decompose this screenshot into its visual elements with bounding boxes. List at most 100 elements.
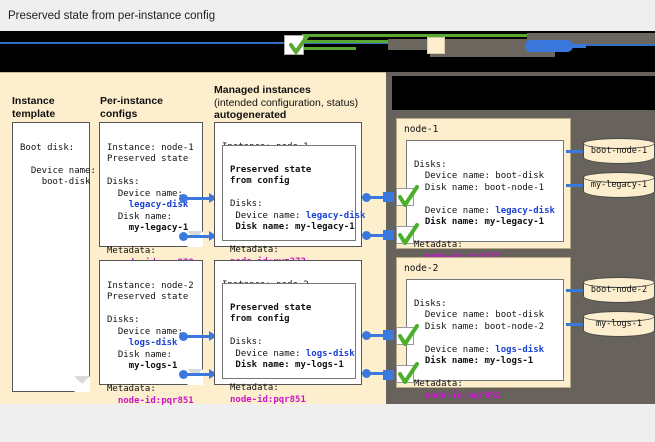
connector-line-c2-disk (186, 335, 210, 338)
mi1-device-value: legacy-disk (305, 210, 366, 221)
n2-metadata-value: node-id:pqr851 (424, 390, 501, 401)
connector-line-c1-disk (186, 197, 210, 200)
check-icon-n1-disk (398, 185, 419, 207)
per-instance-config-card-1: Instance: node-1 Preserved state Disks: … (99, 122, 203, 268)
disk-cylinder-n2-logs: my-logs-1 (583, 311, 655, 337)
cfg1-disk-value: my-legacy-1 (128, 223, 189, 233)
disk-link-n1-legacy (566, 184, 584, 187)
connector-arrow-c1-meta (209, 231, 217, 241)
column-header-per-instance-configs: Per-instance configs (100, 95, 163, 120)
card-fold-triangle (74, 376, 90, 392)
cfg2-disks-label: Disks: (107, 315, 140, 325)
legend-gray-bar-1 (388, 39, 536, 50)
legend-band-redacted (0, 31, 655, 72)
connector-dot-c1-meta (179, 232, 188, 241)
node-1-detail-box: Disks: Device name: boot-disk Disk name:… (406, 140, 564, 262)
mi1-preserved-l1: Preserved state (230, 164, 312, 175)
card-fold-triangle (187, 231, 203, 247)
n2-boot-device: Device name: boot-disk (424, 310, 545, 320)
n2-device-prefix: Device name: (424, 344, 496, 355)
managed-instance-preserved-box-2: Preserved state from config Disks: Devic… (222, 283, 356, 405)
legend-blue-line (586, 44, 655, 46)
connector-dot-m1-meta (362, 231, 371, 240)
mi2-preserved-l2: from config (230, 314, 290, 324)
cfg1-line1: Instance: node-1 (107, 142, 194, 153)
per-instance-config-card-2: Instance: node-2 Preserved state Disks: … (99, 260, 203, 406)
col-head-line2: configs (100, 107, 138, 120)
mi1-disk-line: Disk name: my-legacy-1 (235, 222, 355, 232)
cfg1-device-value: legacy-disk (128, 200, 189, 210)
column-header-instance-template: Instance template (12, 95, 55, 120)
legend-blue-dot-tail (560, 44, 586, 48)
legend-blue-rule (0, 42, 655, 44)
template-device-value: boot-disk (41, 177, 91, 187)
diagram-body: Instance template Per-instance configs M… (0, 72, 655, 406)
mi2-device-value: logs-disk (305, 348, 355, 359)
connector-dot-m2-meta (362, 369, 371, 378)
n1-disk-line: Disk name: my-legacy-1 (424, 217, 545, 227)
n2-device-value: logs-disk (495, 344, 545, 355)
connector-dot-m1-disk (362, 193, 371, 202)
n1-boot-device: Device name: boot-disk (424, 171, 545, 181)
cfg2-disk-value: my-logs-1 (128, 361, 178, 371)
cfg1-disk-label: Disk name: (117, 211, 173, 222)
connector-line-c1-meta (186, 235, 210, 238)
cfg2-device-label: Device name: (117, 326, 183, 337)
col-head-line2: (intended configuration, status) (214, 96, 359, 109)
connector-arrow-c2-meta (209, 369, 217, 379)
mi1-device-prefix: Device name: (235, 210, 306, 221)
mi1-metadata-label: Metadata: (230, 245, 279, 255)
mi2-preserved-l1: Preserved state (230, 302, 312, 313)
caption-text: Preserved state from per-instance config (8, 9, 216, 22)
connector-dot-c1-disk (179, 194, 188, 203)
node-2-detail-box: Disks: Device name: boot-disk Disk name:… (406, 279, 564, 401)
disk-cylinder-n1-legacy: my-legacy-1 (583, 172, 655, 198)
connector-square-m2-meta (383, 370, 394, 380)
legend-check-icon (289, 34, 310, 56)
n1-metadata-label: Metadata: (414, 240, 463, 250)
n2-metadata-label: Metadata: (414, 379, 463, 389)
connector-dot-m2-disk (362, 331, 371, 340)
disk-label: my-logs-1 (595, 319, 643, 329)
disk-cylinder-n1-boot: boot-node-1 (583, 138, 655, 164)
n2-disk-line: Disk name: my-logs-1 (424, 356, 534, 366)
n1-metadata-value: node-id:xyz273 (425, 252, 501, 262)
instance-template-card: Boot disk: Device name: boot-disk (12, 122, 96, 392)
connector-line-m2-meta (369, 372, 384, 375)
legend-blue-dot (525, 40, 573, 52)
connector-line-m2-disk (369, 334, 384, 337)
legend-cream-box (427, 37, 445, 54)
disk-cylinder-n2-boot: boot-node-2 (583, 277, 655, 303)
mi1-disks-label: Disks: (230, 199, 263, 209)
connector-arrow-c2-disk (209, 331, 217, 341)
mi2-disk-line: Disk name: my-logs-1 (235, 360, 344, 370)
disk-label: boot-node-2 (590, 285, 648, 295)
connector-square-m1-meta (383, 230, 394, 240)
cfg2-disk-label: Disk name: (117, 349, 173, 360)
connector-square-m1-disk (383, 192, 394, 202)
disk-link-n1-boot (566, 150, 584, 153)
node-1-label: node-1 (404, 124, 439, 135)
cfg2-device-value: logs-disk (128, 338, 178, 348)
mi1-preserved-l2: from config (230, 176, 290, 186)
col-head-line1: Managed instances (214, 84, 311, 96)
n1-device-prefix: Device name: (424, 205, 496, 216)
legend-gray-bar-3 (527, 33, 655, 44)
connector-line-m1-disk (369, 196, 384, 199)
managed-instance-card-2: Instance: node-2 Preserved state from co… (214, 260, 362, 405)
check-icon-n1-meta (398, 223, 419, 245)
check-icon-n2-meta (398, 362, 419, 384)
legend-green-line-3 (296, 47, 356, 50)
mi2-metadata-label: Metadata: (230, 383, 279, 393)
template-device-label: Device name: (30, 165, 96, 176)
cfg2-line1: Instance: node-2 (107, 280, 194, 291)
legend-green-line-1 (302, 34, 537, 37)
n1-disks-label: Disks: (414, 159, 447, 170)
node-2-label: node-2 (404, 263, 439, 274)
cfg2-metadata-value: node-id:pqr851 (117, 395, 194, 406)
connector-line-c2-meta (186, 373, 210, 376)
cfg2-metadata-label: Metadata: (107, 384, 156, 394)
n2-disks-label: Disks: (414, 298, 447, 309)
disk-link-n2-boot (566, 289, 584, 292)
column-header-managed-instances: Managed instances (intended configuratio… (214, 84, 358, 122)
